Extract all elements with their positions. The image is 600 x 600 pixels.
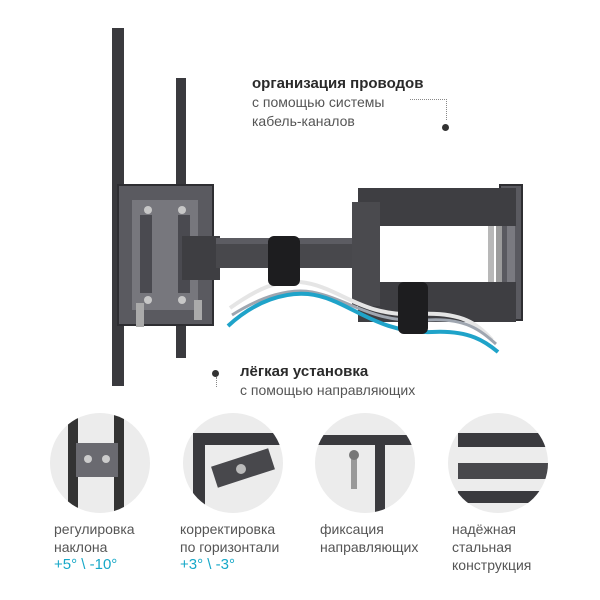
tilt-feature-caption: регулировка наклона +5° \ -10°	[54, 520, 184, 574]
cable-callout-dot	[442, 124, 449, 131]
cable-callout-leader	[410, 99, 447, 120]
horizontal-feature-range: +3° \ -3°	[180, 556, 235, 573]
horizontal-feature-caption: корректировка по горизонтали +3° \ -3°	[180, 520, 310, 574]
easy-install-title: лёгкая установка	[240, 363, 369, 380]
hinge-block	[182, 236, 220, 280]
steel-feature-line3: конструкция	[452, 557, 532, 573]
upper-arm	[358, 188, 516, 226]
cable-blue	[226, 291, 500, 354]
steel-construction-detail-image	[448, 413, 548, 513]
steel-feature-line1: надёжная	[452, 521, 516, 537]
easy-install-line1: с помощью направляющих	[240, 382, 416, 398]
steel-feature-line2: стальная	[452, 539, 512, 555]
cable-grey	[231, 289, 497, 346]
tilt-feature-line1: регулировка	[54, 521, 135, 537]
guide-lock-detail-image	[315, 413, 415, 513]
cable-management-line2: кабель-каналов	[252, 113, 355, 129]
guide-lock-feature-line2: направляющих	[320, 539, 419, 555]
horizontal-feature-line1: корректировка	[180, 521, 276, 537]
cable-management-line1: с помощью системы	[252, 94, 385, 110]
guide-lock-feature-line1: фиксация	[320, 521, 384, 537]
steel-feature-caption: надёжная стальная конструкция	[452, 520, 582, 574]
horizontal-detail-drawing	[193, 433, 283, 513]
guide-lock-detail-drawing	[315, 435, 415, 513]
install-callout-leader	[216, 377, 218, 387]
horizontal-detail-image	[183, 413, 283, 513]
cable-management-callout: организация проводов с помощью системы к…	[252, 74, 423, 131]
horizontal-feature-line2: по горизонтали	[180, 539, 280, 555]
tilt-detail-drawing	[68, 413, 124, 513]
cable-management-title: организация проводов	[252, 75, 424, 92]
tilt-feature-range: +5° \ -10°	[54, 556, 118, 573]
guide-lock-feature-caption: фиксация направляющих	[320, 520, 450, 556]
tilt-feature-line2: наклона	[54, 539, 108, 555]
cable-strap-1	[268, 236, 300, 286]
easy-install-callout: лёгкая установка с помощью направляющих	[240, 362, 415, 400]
steel-construction-detail-drawing	[458, 433, 548, 503]
tilt-detail-image	[50, 413, 150, 513]
install-callout-dot	[212, 370, 219, 377]
cable-strap-2	[398, 282, 428, 334]
